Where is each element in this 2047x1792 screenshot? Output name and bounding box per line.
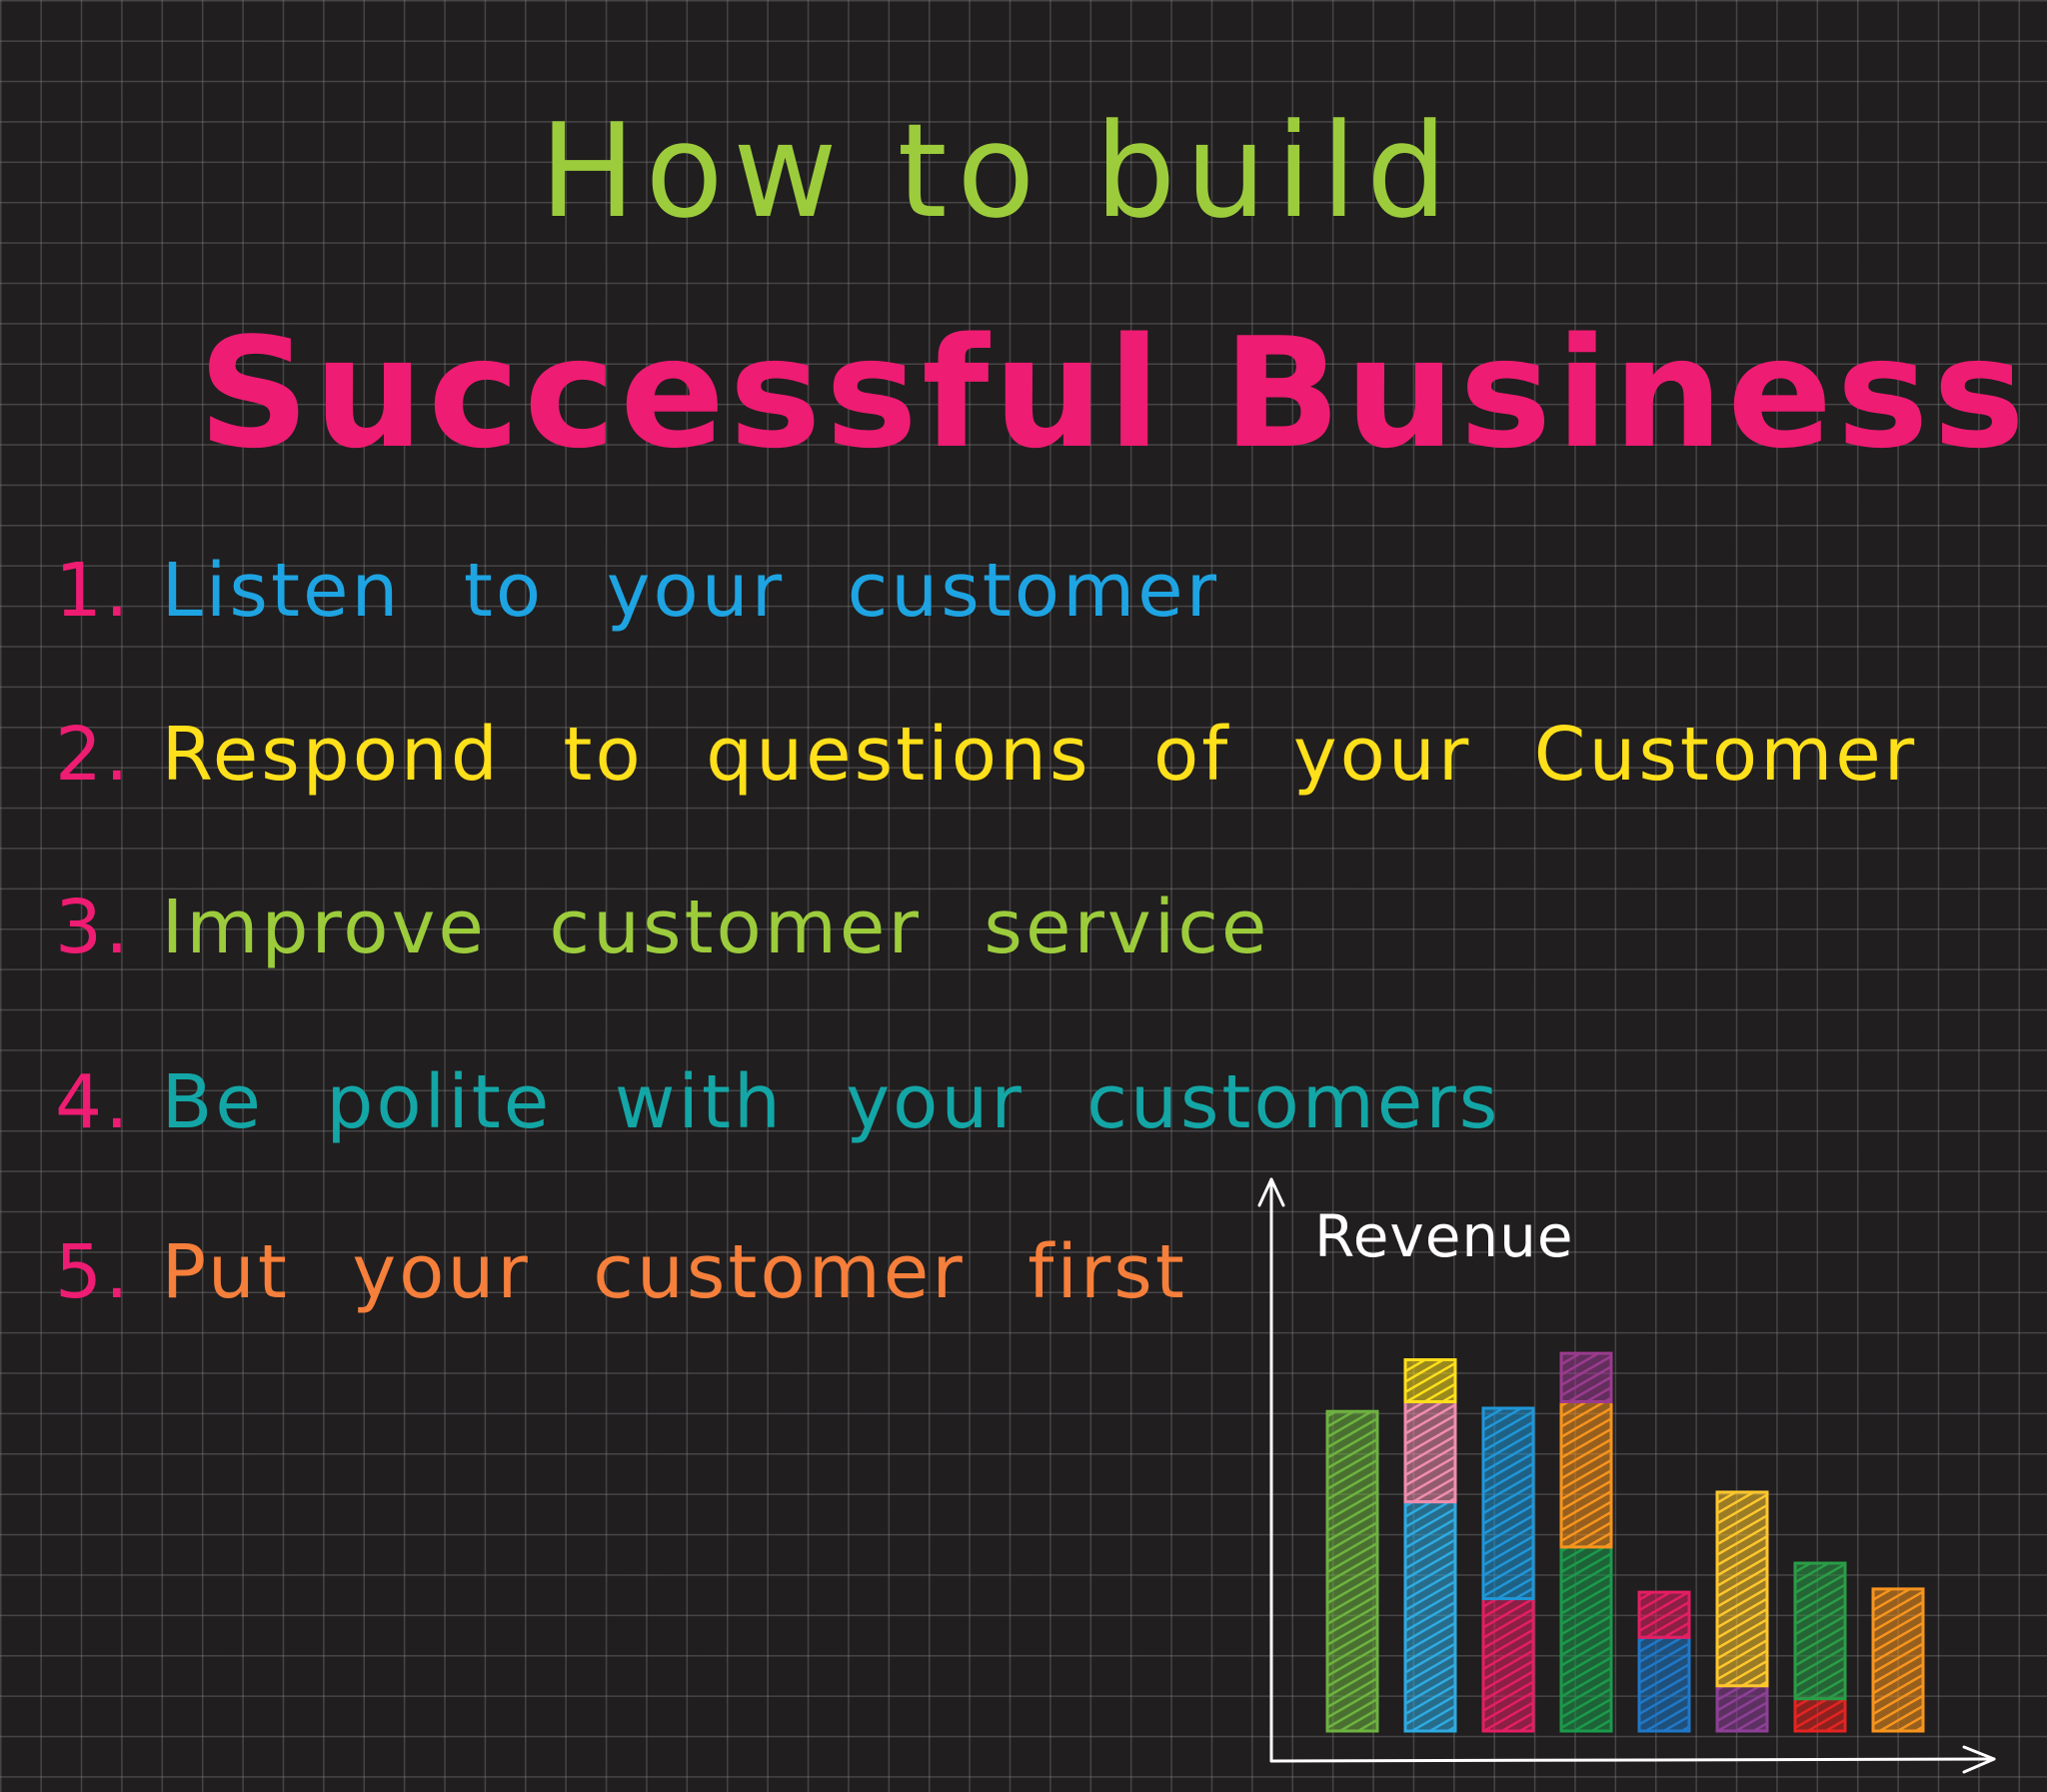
step-number-1: 1. [55, 548, 132, 634]
bar-2-segment-1 [1403, 1500, 1457, 1733]
step-number-2: 2. [55, 712, 132, 798]
bar-6 [1715, 1490, 1769, 1733]
bar-2 [1403, 1358, 1457, 1733]
title-line-1: How to build [540, 95, 1457, 247]
bar-4-segment-2 [1559, 1400, 1613, 1549]
bar-3 [1481, 1406, 1535, 1733]
bar-3-segment-1 [1481, 1597, 1535, 1733]
bar-1-segment-1 [1325, 1409, 1379, 1733]
step-text-5: Put your customer first [161, 1229, 1187, 1315]
chart-y-axis-label: Revenue [1314, 1202, 1574, 1270]
step-number-3: 3. [55, 885, 132, 970]
bar-8 [1871, 1587, 1925, 1733]
bar-5-segment-2 [1637, 1590, 1691, 1639]
step-item-3: 3. Improve customer service [55, 885, 1269, 970]
bar-5-segment-1 [1637, 1635, 1691, 1733]
bar-4-segment-3 [1559, 1351, 1613, 1404]
step-number-5: 5. [55, 1229, 132, 1315]
bar-7 [1793, 1561, 1847, 1733]
step-text-3: Improve customer service [161, 885, 1270, 970]
bar-2-segment-3 [1403, 1358, 1457, 1404]
bar-3-segment-2 [1481, 1406, 1535, 1601]
step-item-4: 4. Be polite with your customers [55, 1059, 1500, 1145]
step-text-1: Listen to your customer [161, 548, 1220, 634]
step-item-5: 5. Put your customer first [55, 1229, 1187, 1315]
step-text-4: Be polite with your customers [161, 1059, 1501, 1145]
x-axis-arrow-icon [1962, 1745, 1996, 1774]
bar-6-segment-1 [1715, 1684, 1769, 1733]
bar-4-segment-1 [1559, 1545, 1613, 1733]
step-number-4: 4. [55, 1059, 132, 1145]
bar-8-segment-1 [1871, 1587, 1925, 1733]
y-axis-arrow-icon [1257, 1177, 1285, 1207]
bar-7-segment-1 [1793, 1697, 1847, 1733]
bar-1 [1325, 1409, 1379, 1733]
bar-7-segment-2 [1793, 1561, 1847, 1701]
title-line-2: Successful Business [198, 305, 2030, 482]
bar-6-segment-2 [1715, 1490, 1769, 1688]
step-item-1: 1. Listen to your customer [55, 548, 1219, 634]
bar-2-segment-2 [1403, 1400, 1457, 1504]
x-axis-line [1269, 1757, 1996, 1763]
step-text-2: Respond to questions of your Customer [161, 712, 1918, 798]
bar-5 [1637, 1590, 1691, 1733]
step-item-2: 2. Respond to questions of your Customer [55, 712, 1917, 798]
bar-4 [1559, 1351, 1613, 1733]
